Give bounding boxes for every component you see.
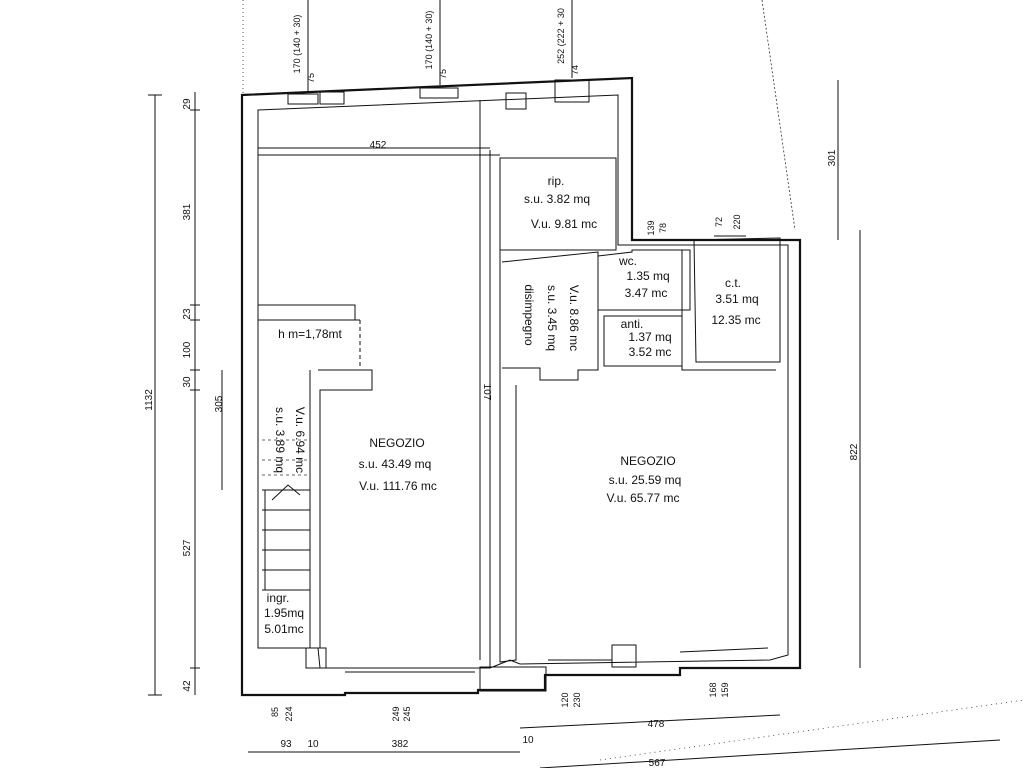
building-outline — [240, 76, 802, 697]
top-window-openings — [257, 79, 590, 156]
interior-walls — [258, 150, 781, 692]
dim-label: 85 — [270, 707, 280, 717]
dim-label: 120 — [560, 692, 570, 707]
dim-label: 252 (222 + 30 — [556, 8, 566, 64]
dim-label: 527 — [182, 539, 193, 556]
dim-label: 93 — [280, 739, 292, 750]
room-volume: 3.52 mc — [629, 345, 672, 359]
room-ct: c.t. 3.51 mq 12.35 mc — [711, 276, 760, 327]
dim-label: 170 (140 + 30) — [424, 11, 434, 70]
room-wc: wc. 1.35 mq 3.47 mc — [618, 254, 670, 300]
dim-label: 30 — [182, 376, 193, 388]
room-area: 1.37 mq — [628, 330, 671, 344]
dim-label: 72 — [714, 217, 724, 227]
dim-label: 381 — [182, 203, 193, 220]
room-area: s.u. 43.49 mq — [359, 457, 432, 471]
dim-label: 107 — [481, 384, 492, 401]
room-volume: V.u. 9.81 mc — [531, 217, 597, 231]
dim-label: 249 — [391, 706, 401, 721]
room-volume: 5.01mc — [264, 622, 303, 636]
dim-label: 230 — [572, 692, 582, 707]
dim-label: 224 — [284, 706, 294, 721]
room-ingr: ingr. 1.95mq 5.01mc — [264, 591, 304, 636]
dimension-labels: 452 107 1132 29 381 23 100 30 305 527 42… — [144, 8, 860, 768]
room-volume: 12.35 mc — [711, 313, 760, 327]
room-name: c.t. — [725, 276, 741, 290]
dim-label: 305 — [214, 395, 225, 412]
dim-label: 301 — [827, 149, 838, 166]
room-area: 1.35 mq — [626, 269, 669, 283]
room-disimpegno: disimpegno s.u. 3.45 mq V.u. 8.86 mc — [522, 284, 581, 351]
room-name: ingr. — [267, 591, 290, 605]
dim-label: 159 — [720, 682, 730, 697]
dim-label: 382 — [392, 739, 409, 750]
room-volume: V.u. 65.77 mc — [607, 491, 680, 505]
room-name: disimpegno — [522, 284, 536, 346]
dim-label: 452 — [370, 140, 387, 151]
dim-label: 139 — [646, 220, 656, 235]
room-rip: rip. s.u. 3.82 mq V.u. 9.81 mc — [524, 174, 597, 231]
room-volume: V.u. 8.86 mc — [567, 285, 581, 351]
dimension-lines — [148, 0, 1001, 768]
room-name: NEGOZIO — [369, 436, 424, 450]
dim-label: 29 — [182, 98, 193, 110]
room-name: anti. — [621, 317, 644, 331]
room-volume-rotated: V.u. 6.94 mc — [293, 407, 307, 473]
dim-label: 170 (140 + 30) — [292, 15, 302, 74]
dim-label: 567 — [649, 758, 666, 768]
room-area: s.u. 3.82 mq — [524, 192, 590, 206]
room-volume: 3.47 mc — [625, 286, 668, 300]
dim-label: 75 — [438, 69, 448, 79]
room-area: 3.51 mq — [715, 292, 758, 306]
room-volume: V.u. 111.76 mc — [359, 479, 437, 493]
room-name: wc. — [618, 254, 637, 268]
dim-label: 220 — [732, 214, 742, 229]
dim-label: 74 — [570, 65, 580, 75]
dim-label: 78 — [658, 223, 668, 233]
room-name: rip. — [548, 174, 565, 188]
scan-marks — [242, 0, 1024, 761]
room-area: 1.95mq — [264, 606, 304, 620]
dim-label: 10 — [307, 739, 319, 750]
dim-label: 23 — [182, 308, 193, 320]
outer-walls — [240, 76, 802, 697]
dim-label: 168 — [708, 682, 718, 697]
room-name: NEGOZIO — [620, 454, 675, 468]
dim-label: 478 — [648, 719, 665, 730]
room-anti: anti. 1.37 mq 3.52 mc — [621, 317, 672, 359]
room-area: s.u. 25.59 mq — [609, 473, 682, 487]
dim-label: 10 — [522, 735, 534, 746]
dim-label: 42 — [182, 680, 193, 692]
room-soppalco: h m=1,78mt s.u. 3.89 mq V.u. 6.94 mc — [273, 327, 343, 473]
room-area-rotated: s.u. 3.89 mq — [273, 407, 287, 473]
dim-label: 1132 — [144, 389, 155, 411]
room-name: h m=1,78mt — [278, 327, 342, 341]
dim-label: 75 — [306, 73, 316, 83]
room-area: s.u. 3.45 mq — [545, 285, 559, 351]
dim-label: 245 — [402, 706, 412, 721]
dim-label: 100 — [182, 341, 193, 358]
room-negozio-right: NEGOZIO s.u. 25.59 mq V.u. 65.77 mc — [607, 454, 682, 505]
dim-label: 822 — [849, 443, 860, 460]
room-negozio-left: NEGOZIO s.u. 43.49 mq V.u. 111.76 mc — [359, 436, 437, 493]
